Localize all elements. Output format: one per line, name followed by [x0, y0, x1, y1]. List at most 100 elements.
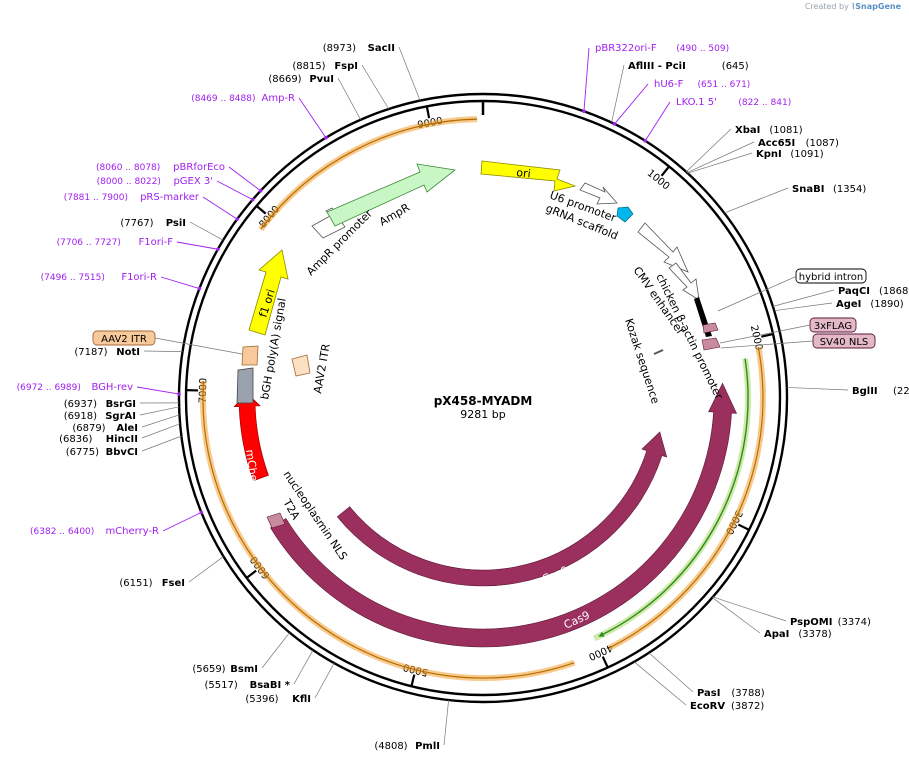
restriction-site[interactable]: Acc65I(1087)	[686, 138, 839, 173]
primer[interactable]: pBRforEco(8060 .. 8078)	[96, 162, 263, 193]
primer[interactable]: BGH-rev(6972 .. 6989)	[17, 382, 181, 396]
restriction-site[interactable]: HincII(6836)	[59, 423, 181, 445]
site-name: AleI	[116, 423, 138, 434]
nls-tag-marker	[702, 322, 719, 334]
restriction-site[interactable]: AleI(6879)	[72, 414, 180, 434]
site-name: NotI	[116, 347, 140, 358]
restriction-site[interactable]: SnaBI(1354)	[724, 184, 866, 214]
plasmid-name: pX458-MYADM	[434, 394, 533, 408]
site-name: Acc65I	[758, 138, 795, 149]
primer[interactable]: hU6-F(651 .. 671)	[612, 79, 751, 126]
primer-sites: pBR322ori-F(490 .. 509)hU6-F(651 .. 671)…	[17, 43, 792, 537]
primer-leader-line	[160, 276, 200, 289]
site-leader-line	[261, 632, 290, 669]
site-name: KflI	[292, 694, 311, 705]
site-leader-line	[724, 187, 789, 214]
restriction-site[interactable]: ApaI(3378)	[712, 597, 832, 640]
site-leader-line	[685, 128, 732, 173]
primer-range: (7496 .. 7515)	[41, 273, 105, 283]
site-name: PvuI	[309, 74, 334, 85]
restriction-site[interactable]: PsiI(7767)	[120, 218, 224, 241]
mcherry-arrow	[233, 392, 269, 482]
restriction-site[interactable]: NotI(7187)	[74, 347, 183, 358]
site-name: AflIII - PciI	[628, 61, 686, 72]
restriction-site[interactable]: SgrAI(6918)	[64, 406, 180, 422]
site-leader-line	[337, 77, 361, 120]
site-position: (645)	[722, 61, 749, 72]
flag-label: 3xFLAG	[814, 321, 852, 332]
restriction-site[interactable]: PasI(3788)	[648, 652, 765, 699]
restriction-site[interactable]: AgeI(1890)	[774, 299, 904, 312]
restriction-site[interactable]: XbaI(1081)	[685, 125, 803, 173]
primer-name: Amp-R	[262, 93, 296, 104]
primer[interactable]: pBR322ori-F(490 .. 509)	[582, 43, 729, 114]
primer-marker	[250, 197, 255, 202]
site-leader-line	[141, 414, 180, 428]
site-position: (1354)	[833, 184, 866, 195]
primer[interactable]: Amp-R(8469 .. 8488)	[191, 93, 328, 140]
primer-marker	[324, 135, 328, 140]
cds-orange-arc-line	[202, 381, 575, 679]
primer[interactable]: mCherry-R(6382 .. 6400)	[30, 510, 204, 537]
restriction-site[interactable]: BglII(2269)	[786, 386, 909, 397]
site-leader-line	[712, 597, 761, 634]
primer-leader-line	[136, 386, 180, 395]
site-name: FseI	[162, 578, 185, 589]
primer-range: (7706 .. 7727)	[57, 238, 121, 248]
site-leader-line	[611, 64, 625, 123]
primer[interactable]: F1ori-F(7706 .. 7727)	[57, 237, 220, 252]
site-position: (6937)	[64, 399, 97, 410]
site-leader-line	[139, 406, 180, 416]
chicken-actin-arrow	[668, 262, 700, 301]
restriction-site[interactable]: KpnI(1091)	[687, 149, 824, 174]
primer[interactable]: pGEX 3'(8000 .. 8022)	[97, 176, 255, 202]
restriction-site[interactable]: SacII(8973)	[323, 43, 421, 101]
primer-marker	[197, 286, 202, 291]
restriction-site[interactable]: PaqCI(1868)	[772, 286, 909, 307]
label-kozak: Kozak sequence	[622, 317, 662, 406]
primer-range: (6972 .. 6989)	[17, 383, 81, 393]
site-leader-line	[188, 556, 224, 583]
restriction-site[interactable]: BsmI(5659)	[192, 632, 290, 675]
aav2-itr-label: AAV2 ITR	[101, 334, 147, 345]
restriction-site[interactable]: KflI(5396)	[245, 662, 335, 705]
aav2-itr-inner-box	[291, 354, 311, 377]
callout-3xflag: 3xFLAG	[719, 317, 857, 344]
primer-leader-line	[202, 196, 238, 220]
restriction-site[interactable]: EcoRV(3872)	[633, 661, 764, 712]
site-name: BsmI	[230, 664, 258, 675]
snapgene-credit: Created by ⌇SnapGene	[805, 2, 901, 11]
restriction-site[interactable]: PspOMI(3374)	[712, 596, 871, 628]
site-position: (6775)	[66, 447, 99, 458]
primer-range: (8000 .. 8022)	[97, 177, 161, 187]
primer-name: pBRforEco	[173, 162, 225, 173]
callout-hybrid-intron: hybrid intron	[717, 268, 867, 312]
site-leader-line	[361, 64, 389, 110]
green-orf-line	[598, 358, 749, 637]
primer[interactable]: LKO.1 5'(822 .. 841)	[643, 97, 791, 143]
backbone-outer-ring	[177, 92, 789, 704]
tick-mark	[410, 674, 416, 687]
flag-tag-marker	[701, 337, 721, 351]
site-position: (3872)	[731, 701, 764, 712]
restriction-site[interactable]: PmlI(4808)	[374, 700, 449, 752]
tick-mark	[737, 523, 750, 531]
primer[interactable]: F1ori-R(7496 .. 7515)	[41, 272, 202, 291]
restriction-site[interactable]: PvuI(8669)	[268, 74, 361, 120]
restriction-site[interactable]: AflIII - PciI (645)	[611, 61, 749, 123]
cmv-enhancer-arrow	[637, 222, 689, 273]
site-name: PasI	[697, 688, 720, 699]
site-leader-line	[712, 596, 787, 622]
tick-mark	[601, 656, 609, 668]
restriction-site[interactable]: FseI(6151)	[119, 556, 224, 589]
kozak-marker	[653, 349, 664, 355]
restriction-site[interactable]: BsaBI *(5517)	[205, 649, 314, 691]
primer[interactable]: pRS-marker(7881 .. 7900)	[64, 192, 239, 221]
restriction-site[interactable]: FspI(8815)	[292, 61, 389, 110]
restriction-site[interactable]: BsrGI(6937)	[64, 399, 180, 410]
restriction-site[interactable]: BbvCI(6775)	[66, 435, 182, 458]
primer-name: hU6-F	[654, 79, 684, 90]
cas9-inner-arrow	[336, 431, 668, 587]
site-name: BglII	[852, 386, 878, 397]
site-leader-line	[141, 435, 182, 452]
